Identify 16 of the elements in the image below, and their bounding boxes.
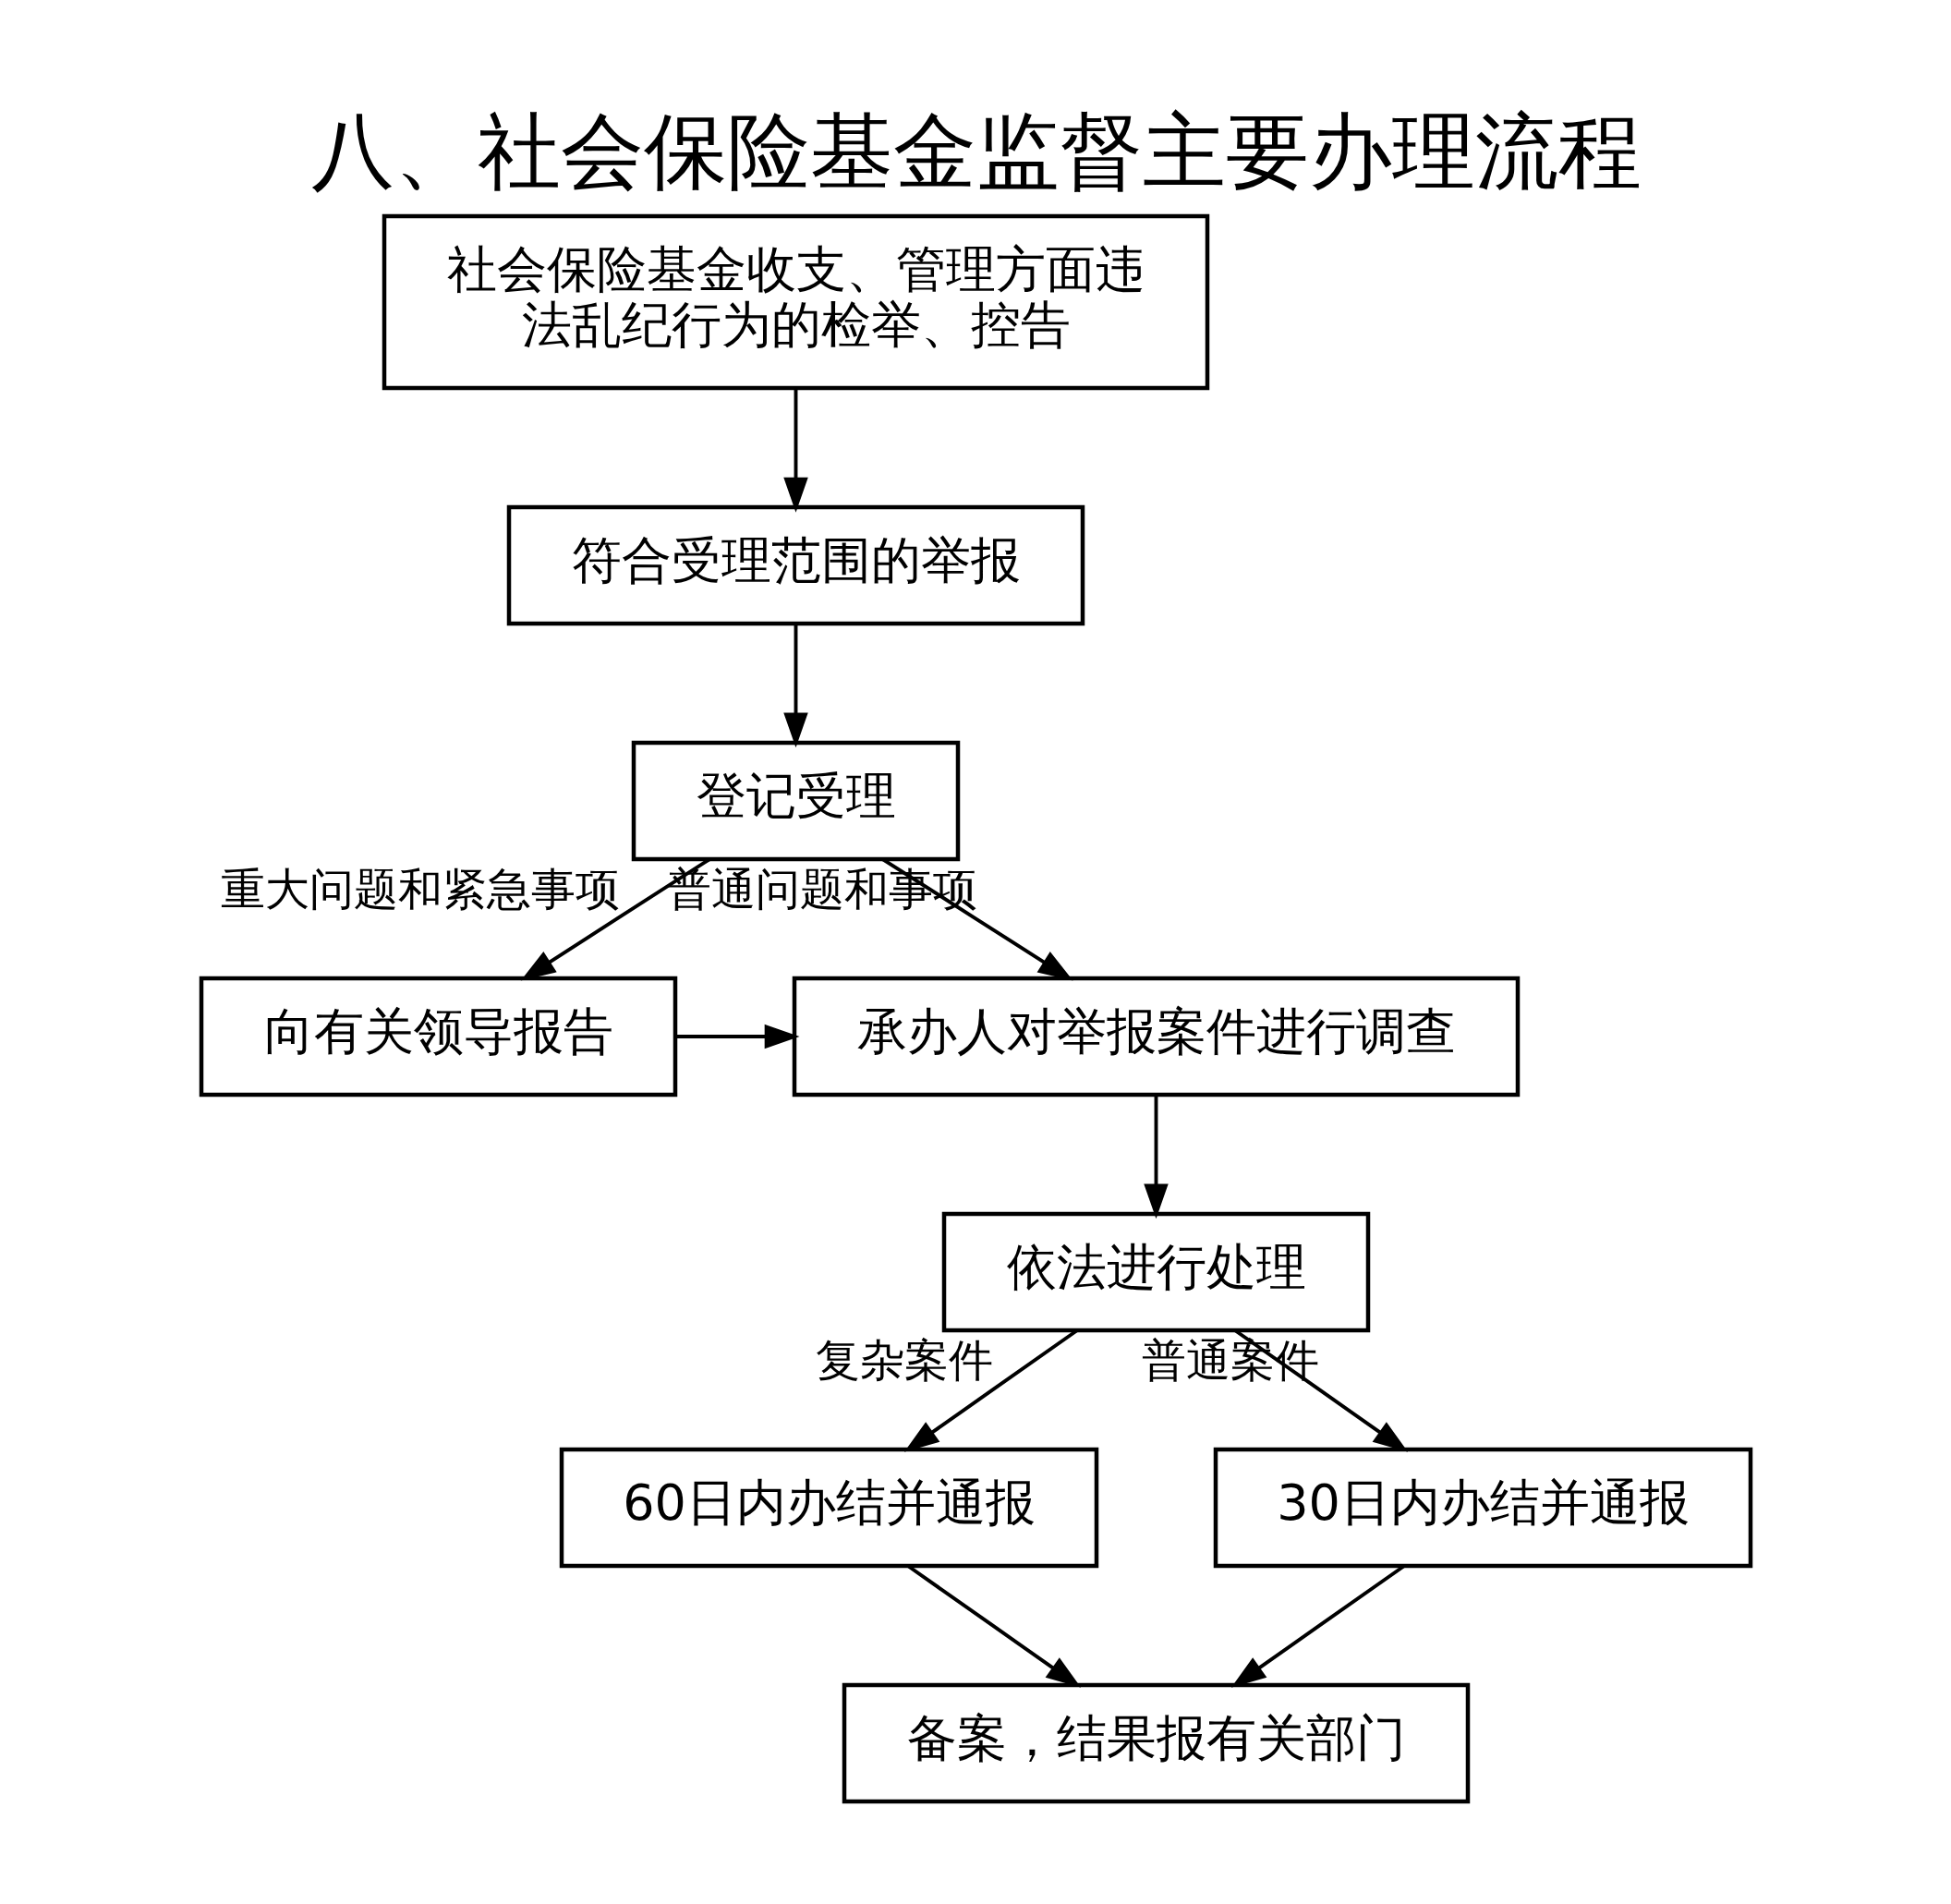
arrow — [782, 388, 808, 513]
node-box: 登记受理 — [631, 740, 960, 862]
diagram-title: 八、社会保险基金监督主要办理流程 — [310, 103, 1641, 200]
node-box: 60日内办结并通报 — [559, 1447, 1098, 1569]
node-box: 备案，结果报有关部门 — [842, 1682, 1470, 1804]
edge-label: 重大问题和紧急事项 — [220, 862, 620, 915]
node-box: 30日内办结并通报 — [1213, 1447, 1752, 1569]
node-box: 向有关领导报告 — [199, 976, 677, 1098]
arrow — [1143, 1095, 1169, 1219]
node-box: 符合受理范围的举报 — [506, 504, 1085, 626]
node-box: 依法进行处理 — [941, 1211, 1370, 1333]
arrow — [782, 624, 808, 748]
arrow — [675, 1024, 800, 1049]
node-box: 社会保险基金收支、管理方面违法乱纪行为的检举、控告 — [382, 213, 1209, 391]
node-box: 承办人对举报案件进行调查 — [792, 976, 1520, 1098]
edge-label: 复杂案件 — [815, 1333, 993, 1386]
